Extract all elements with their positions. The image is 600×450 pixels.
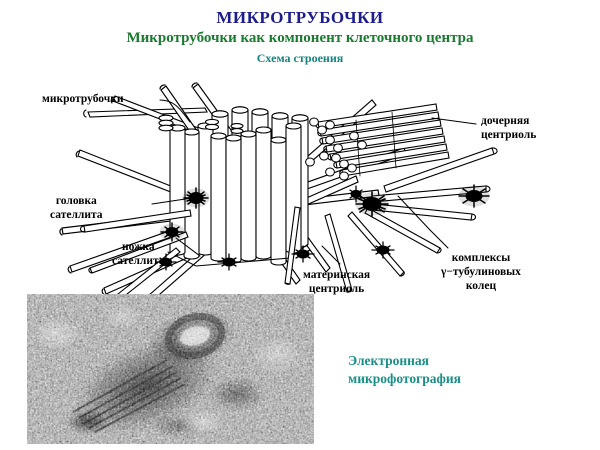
satellite-upper-blob [349,185,363,203]
page-section-title: Схема строения [256,51,344,65]
daughter-centriole [315,103,450,177]
micrograph-caption-line1: Электронная [348,353,429,368]
label-daughter-centriole: дочерняя центриоль [481,114,536,142]
satellite-bottom-blob-2 [291,245,315,263]
mother-centriole-barrel [158,106,309,267]
micrograph-canvas [27,294,314,444]
gamma-tubulin-ring-complexes [305,117,367,181]
label-daughter-centriole-line2: центриоль [481,129,537,142]
label-microtubules-line1: микротрубочки [42,93,124,105]
micrograph-caption-line2: микрофотография [348,370,461,386]
label-satellite-foot: ножка сателлита [112,240,165,268]
label-daughter-centriole-line1: дочерняя [481,115,530,127]
page-subtitle: Микротрубочки как компонент клеточного ц… [126,30,474,46]
label-satellite-head-line1: головка [55,195,97,207]
label-gamma-line3: колец [465,280,497,293]
label-mother-centriole-line2: центриоль [308,283,365,296]
satellite-bottom-blob-3 [371,241,395,259]
microtubule-group-back [75,95,215,202]
label-gamma-line2: γ−тубулиновых [441,266,521,279]
satellite-head-blob [182,187,210,209]
label-satellite-foot-line2: сателлита [112,255,165,268]
satellite-bodies [155,184,490,271]
label-mother-centriole-line1: материнская [303,269,371,281]
label-mother-centriole: материнская центриоль [303,268,370,296]
leader-lines [151,99,477,265]
label-satellite-head: головка сателлита [50,194,103,222]
label-satellite-foot-line1: ножка [121,241,155,253]
satellite-bottom-blob-1 [217,253,241,271]
satellite-right-blob [458,184,490,208]
electron-micrograph-image [27,294,314,444]
micrograph-caption: Электронная микрофотография [348,352,461,387]
label-gamma-line1: комплексы [451,252,511,264]
label-microtubules: микротрубочки [42,92,124,106]
satellite-foot-blob [159,222,185,242]
satellite-center-blob [355,191,389,217]
label-gamma-tubulin-rings: комплексы γ−тубулиновых колец [441,251,521,293]
label-satellite-head-line2: сателлита [50,209,103,222]
page-title: МИКРОТРУБОЧКИ [216,8,384,27]
